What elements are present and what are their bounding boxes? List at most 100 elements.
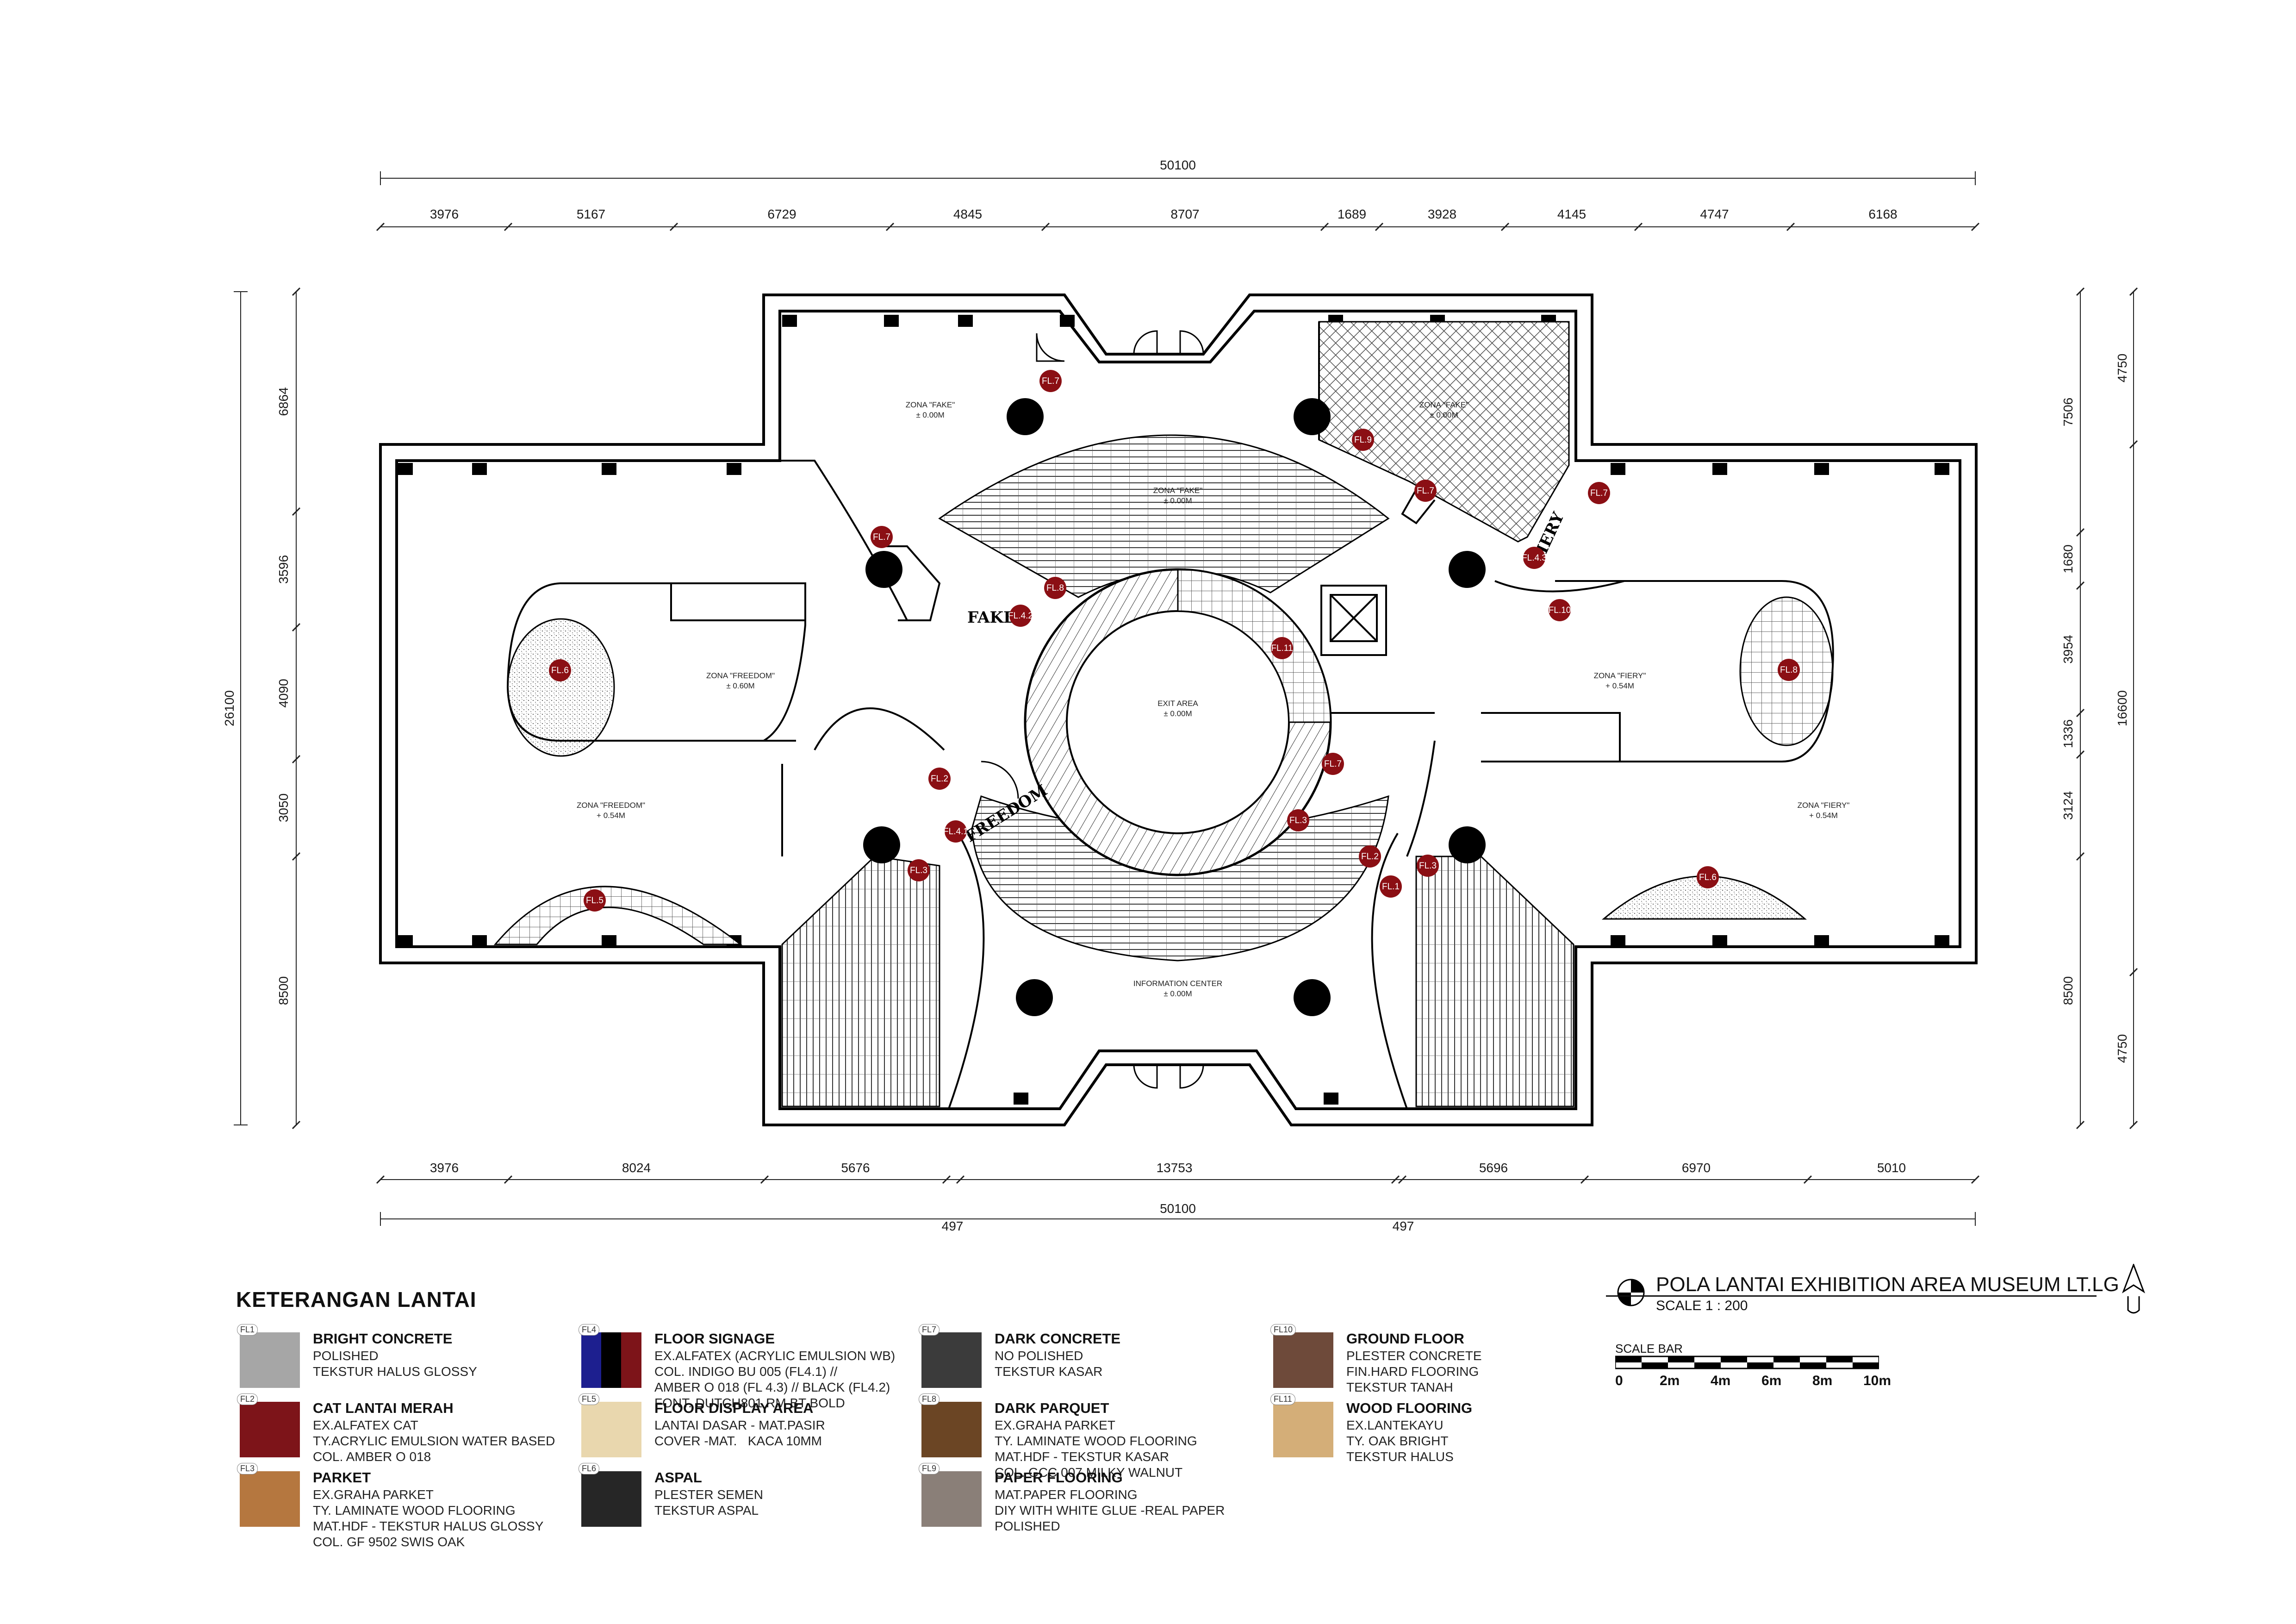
material-tag: FL.7: [1414, 480, 1437, 502]
legend-desc: POLISHED TEKSTUR HALUS GLOSSY: [313, 1349, 477, 1379]
title-block: POLA LANTAI EXHIBITION AREA MUSEUM LT.LG…: [1606, 1264, 2161, 1403]
dim-bottom-small-left: 497: [942, 1219, 964, 1233]
legend-desc: EX.ALFATEX CAT TY.ACRYLIC EMULSION WATER…: [313, 1418, 555, 1464]
dimension-tick: [1500, 222, 1510, 231]
dim-top-segment: 3928: [1428, 207, 1456, 221]
material-tag: FL.10: [1549, 599, 1571, 621]
dimension-tick: [292, 1120, 301, 1130]
dimension-tick: [1803, 1175, 1812, 1184]
wall-pilaster: [1611, 463, 1625, 475]
legend-desc: EX.LANTEKAYU TY. OAK BRIGHT TEKSTUR HALU…: [1346, 1418, 1454, 1464]
wall-pilaster: [727, 463, 741, 475]
dim-left-total: 26100: [222, 690, 236, 726]
dimension-tick: [504, 222, 513, 231]
dimensions-top: [380, 171, 1976, 227]
dimension-tick: [1398, 1175, 1407, 1184]
legend-swatch: [1273, 1332, 1333, 1388]
dim-top-segment: 6729: [767, 207, 796, 221]
dim-bottom-small-right: 497: [1393, 1219, 1414, 1233]
legend-desc: PLESTER SEMEN TEKSTUR ASPAL: [654, 1487, 763, 1518]
legend-code: FL4: [579, 1324, 600, 1336]
wall-pilaster: [782, 315, 797, 327]
legend-code: FL3: [237, 1463, 258, 1474]
svg-text:± 0.00M: ± 0.00M: [1430, 411, 1458, 419]
svg-text:+ 0.54M: + 0.54M: [1809, 811, 1838, 820]
wall-pilaster: [472, 463, 487, 475]
dimension-tick: [2129, 968, 2138, 977]
dimension-tick: [1391, 1175, 1400, 1184]
section-target-icon: [1617, 1279, 1645, 1306]
material-tag: FL.6: [549, 659, 571, 681]
dim-bottom-total: 50100: [1160, 1201, 1196, 1216]
scale-bar: [1615, 1355, 1879, 1369]
scale-bar-label: SCALE BAR: [1615, 1342, 1683, 1355]
material-tag-label: FL.3: [910, 866, 927, 875]
dim-top-total: 50100: [1160, 158, 1196, 172]
material-tag: FL.7: [1322, 753, 1344, 775]
wall-pilaster: [398, 463, 413, 475]
svg-text:INFORMATION CENTER: INFORMATION CENTER: [1133, 979, 1222, 988]
dimension-tick: [292, 507, 301, 516]
dim-right-inner-segment: 1680: [2061, 544, 2075, 573]
dimension-tick: [1580, 1175, 1589, 1184]
legend-name: DARK PARQUET: [995, 1400, 1109, 1416]
dim-bottom-segment: 3976: [430, 1161, 459, 1175]
dimension-tick: [669, 222, 678, 231]
dimension-tick: [2076, 528, 2085, 537]
svg-text:± 0.00M: ± 0.00M: [1164, 496, 1192, 505]
wall-pilaster: [958, 315, 973, 327]
legend-name: ASPAL: [654, 1469, 702, 1486]
dimension-tick: [1786, 222, 1795, 231]
wall-pilaster: [884, 315, 899, 327]
dimensions-bottom: [380, 1179, 1976, 1226]
svg-text:± 0.00M: ± 0.00M: [1164, 709, 1192, 718]
dim-top-segment: 4845: [953, 207, 982, 221]
svg-text:ZONA "FAKE": ZONA "FAKE": [1419, 400, 1469, 409]
material-tag-label: FL.8: [1046, 583, 1064, 593]
svg-text:ZONA "FIERY": ZONA "FIERY": [1594, 671, 1646, 680]
dim-bottom-segment: 5696: [1479, 1161, 1508, 1175]
dim-bottom-segment: 5676: [841, 1161, 870, 1175]
svg-text:EXIT AREA: EXIT AREA: [1157, 699, 1198, 708]
scale-bar-ticks: 0 2m 4m 6m 8m 10m: [1615, 1373, 1893, 1392]
legend-code: FL11: [1270, 1393, 1295, 1405]
material-tag: FL.7: [871, 526, 893, 548]
scale-tick: 10m: [1863, 1373, 1892, 1388]
dimension-tick: [2076, 581, 2085, 590]
material-tag-label: FL.7: [1042, 376, 1059, 386]
material-tag: FL.2: [928, 768, 951, 790]
material-tag-label: FL.7: [1590, 488, 1608, 498]
elevator-core: [1320, 585, 1387, 656]
material-tag: FL.9: [1352, 429, 1374, 451]
wall-pilaster: [472, 935, 487, 947]
wall-pilaster: [1935, 935, 1949, 947]
dimensions-right: [2080, 292, 2134, 1125]
legend-desc: EX.GRAHA PARKET TY. LAMINATE WOOD FLOORI…: [313, 1487, 544, 1549]
material-tag: FL.1: [1380, 875, 1402, 898]
legend-desc: EX.ALFATEX (ACRYLIC EMULSION WB) COL. IN…: [654, 1349, 896, 1410]
structural-columns: [863, 398, 1486, 1016]
dimension-tick: [885, 222, 895, 231]
dim-left-segment: 8500: [276, 976, 291, 1005]
legend-code: FL10: [1270, 1324, 1296, 1336]
dimensions-left: [234, 291, 297, 1125]
wall-pilaster: [1814, 935, 1829, 947]
material-tag-label: FL.5: [586, 896, 604, 906]
legend-name: PAPER FLOORING: [995, 1469, 1123, 1486]
dim-left-segment: 6864: [276, 387, 291, 416]
dim-left-segment: 3596: [276, 555, 291, 584]
dimension-tick: [1971, 222, 1980, 231]
legend-code: FL8: [919, 1393, 940, 1405]
legend-code: FL5: [579, 1393, 600, 1405]
dimension-tick: [2129, 1120, 2138, 1130]
legend-swatch: [921, 1471, 982, 1527]
wall-pilaster: [1060, 315, 1075, 327]
legend-title: KETERANGAN LANTAI: [236, 1287, 477, 1312]
dim-right-inner-segment: 3954: [2061, 635, 2075, 663]
